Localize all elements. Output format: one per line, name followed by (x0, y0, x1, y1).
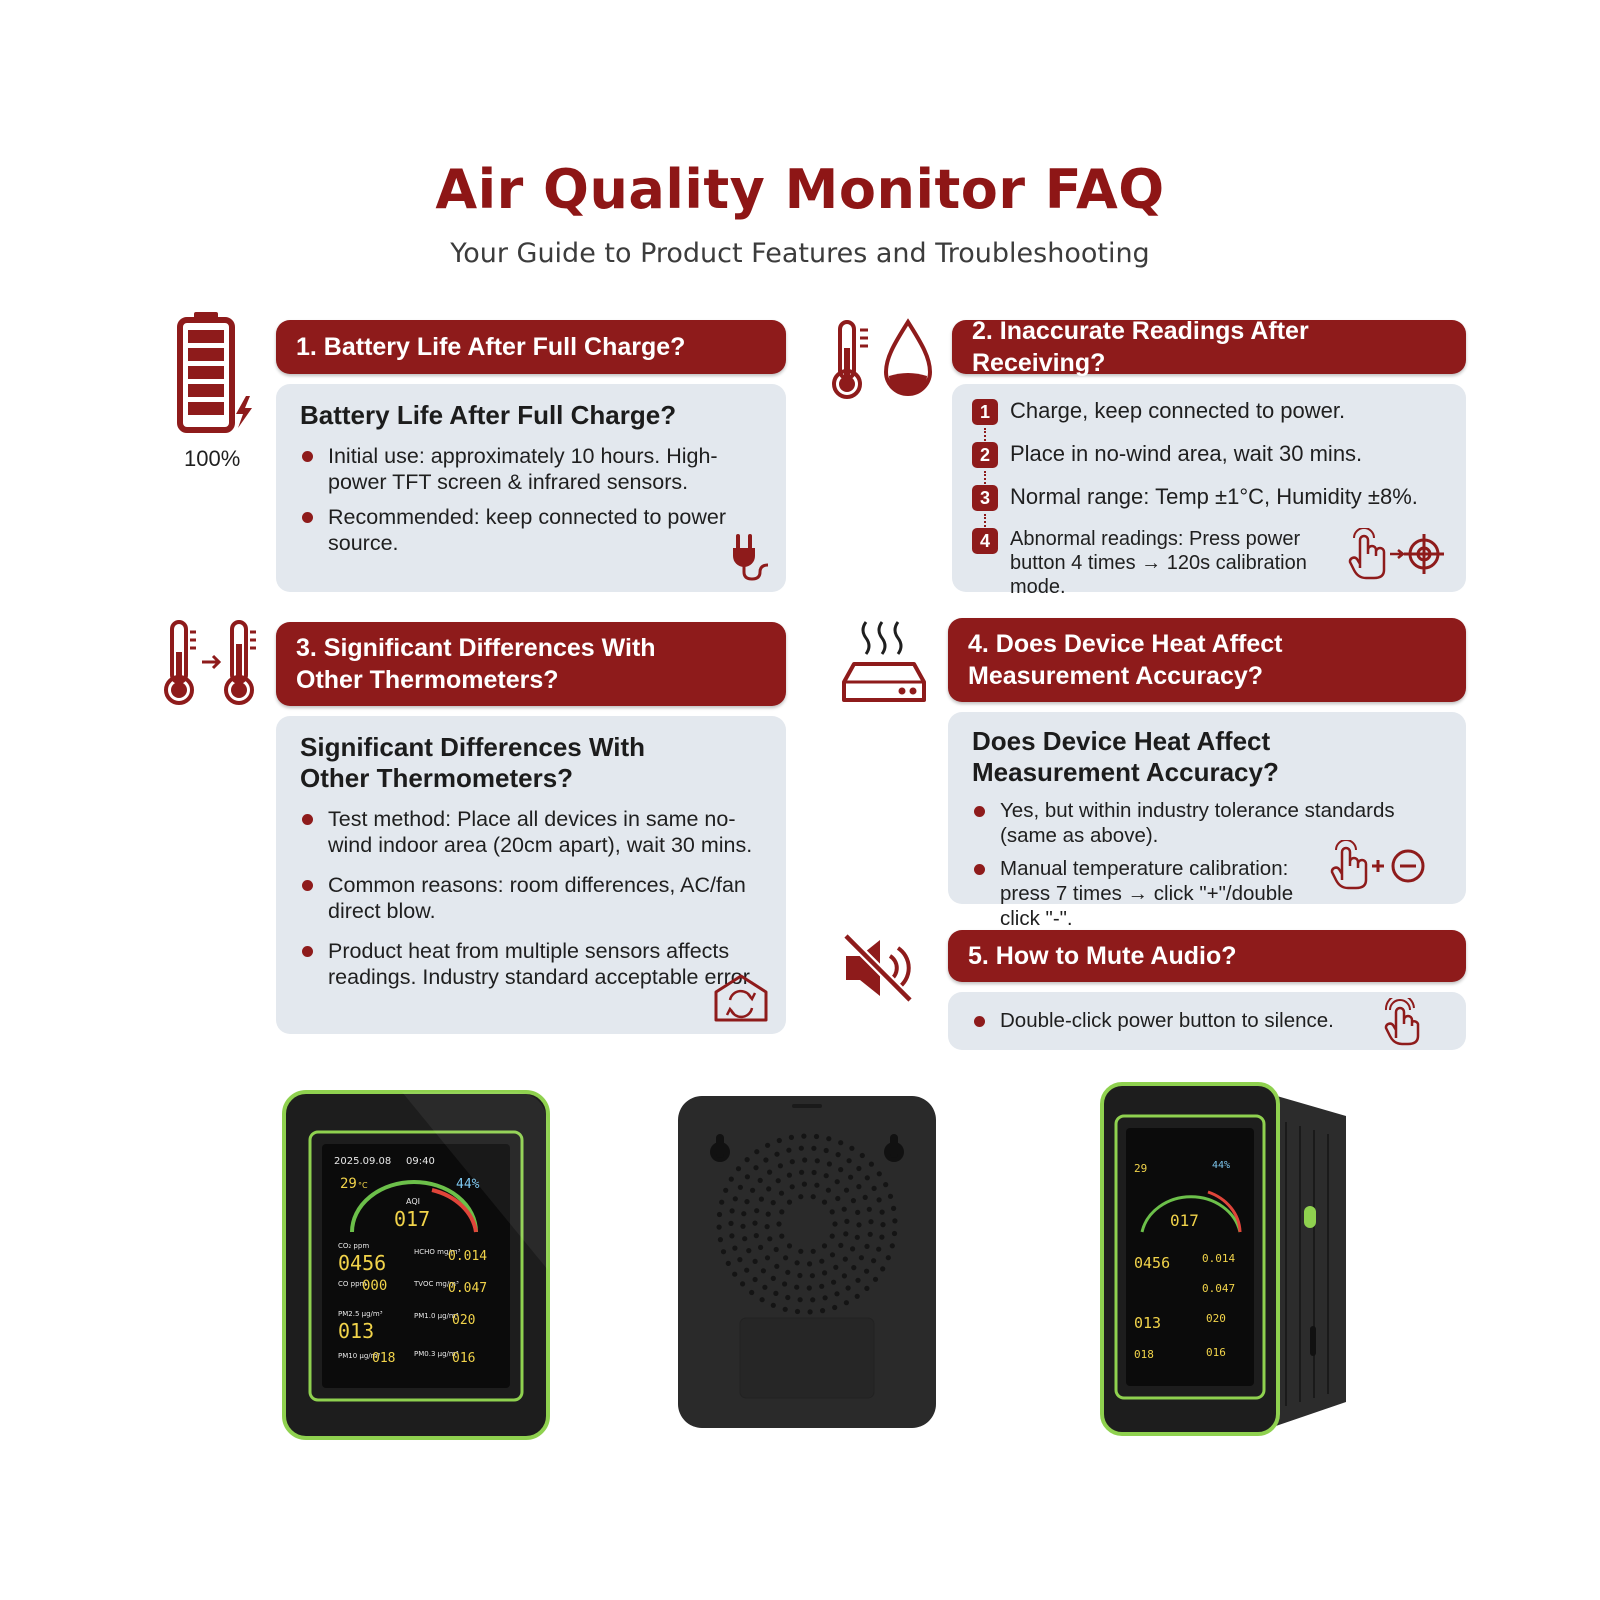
thermometer-compare-icon (164, 620, 256, 705)
faq-3-title: Significant Differences With Other Therm… (300, 732, 646, 793)
screen-pm100-label: PM10 μg/m³ (338, 1352, 380, 1360)
faq-3-header-text: 3. Significant Differences With Other Th… (296, 634, 656, 694)
angled-screen-pm10: 020 (1206, 1312, 1226, 1325)
faq-2-step: 2 Place in no-wind area, wait 30 mins. (972, 441, 1446, 487)
screen-pm10-label: PM1.0 μg/m³ (414, 1312, 459, 1320)
faq-1-title: Battery Life After Full Charge? (300, 400, 677, 430)
screen-aqi: 017 (394, 1207, 430, 1231)
faq-2-step: 1 Charge, keep connected to power. (972, 398, 1446, 444)
faq-1-header: 1. Battery Life After Full Charge? (276, 320, 786, 374)
press-to-calibrate-icon (1348, 528, 1444, 580)
battery-icon (177, 312, 252, 433)
faq-5-bullet: Double-click power button to silence. (972, 1008, 1442, 1034)
faq-3-header: 3. Significant Differences With Other Th… (276, 622, 786, 706)
screen-co2: 0456 (338, 1251, 386, 1275)
screen-pm10: 020 (452, 1313, 475, 1328)
step-text: Abnormal readings: Press power button 4 … (1010, 528, 1307, 598)
screen-tvoc: 0.047 (448, 1281, 487, 1296)
angled-screen-temp: 29 (1134, 1162, 1147, 1175)
angled-screen-pm25: 013 (1134, 1314, 1161, 1332)
step-number: 2 (972, 442, 998, 468)
faq-3-bullet: Test method: Place all devices in same n… (300, 806, 762, 858)
faq-4-title: Does Device Heat Affect Measurement Accu… (972, 726, 1279, 787)
faq-4-header: 4. Does Device Heat Affect Measurement A… (948, 618, 1466, 702)
step-number: 3 (972, 485, 998, 511)
angled-screen-co2: 0456 (1134, 1254, 1170, 1272)
faq-5-header-text: 5. How to Mute Audio? (968, 942, 1237, 970)
mute-speaker-icon (842, 932, 914, 1004)
usb-port (1310, 1326, 1316, 1356)
step-text: Charge, keep connected to power. (1010, 398, 1346, 423)
faq-1-bullet: Recommended: keep connected to power sou… (300, 504, 762, 556)
faq-5-header: 5. How to Mute Audio? (948, 930, 1466, 982)
battery-label: 100% (184, 446, 241, 471)
page-subtitle: Your Guide to Product Features and Troub… (450, 238, 1150, 269)
faq-4-bullet: Manual temperature calibration: press 7 … (972, 856, 1442, 931)
screen-temp-unit: °C (358, 1181, 368, 1190)
faq-3-bullet: Product heat from multiple sensors affec… (300, 938, 762, 990)
angled-screen-aqi: 017 (1170, 1211, 1199, 1230)
faq-2-step: 3 Normal range: Temp ±1°C, Humidity ±8%. (972, 484, 1446, 530)
angled-screen-humidity: 44% (1212, 1160, 1230, 1171)
step-number: 4 (972, 528, 998, 554)
screen-co-label: CO ppm (338, 1280, 367, 1288)
screen-pm25-label: PM2.5 μg/m³ (338, 1310, 383, 1318)
screen-pm03-label: PM0.3 μg/m³ (414, 1350, 459, 1358)
faq-5-card: Double-click power button to silence. (948, 992, 1466, 1050)
faq-1-card: Battery Life After Full Charge? Initial … (276, 384, 786, 592)
step-number: 1 (972, 399, 998, 425)
faq-1-bullet: Initial use: approximately 10 hours. Hig… (300, 443, 762, 495)
power-plug-icon (733, 534, 769, 581)
faq-2-step: 4 Abnormal readings: Press power button … (972, 527, 1446, 599)
step-text: Place in no-wind area, wait 30 mins. (1010, 441, 1363, 466)
thermometer-humidity-icon (832, 318, 933, 399)
device-front-image: 2025.09.08 09:40 29 °C 44% AQI 017 CO₂ p… (282, 1090, 550, 1440)
screen-humidity: 44% (456, 1177, 480, 1192)
angled-screen-hcho: 0.014 (1202, 1252, 1235, 1265)
faq-3-card: Significant Differences With Other Therm… (276, 716, 786, 1034)
faq-2-header: 2. Inaccurate Readings After Receiving? (952, 317, 1466, 377)
angled-screen-pm100: 018 (1134, 1348, 1154, 1361)
faq-2-card: 1 Charge, keep connected to power. 2 Pla… (952, 384, 1466, 598)
double-tap-icon (1384, 998, 1420, 1046)
faq-4-bullet: Yes, but within industry tolerance stand… (972, 798, 1442, 848)
step-text: Normal range: Temp ±1°C, Humidity ±8%. (1010, 484, 1418, 509)
screen-temp: 29 (340, 1176, 357, 1192)
faq-4-card: Does Device Heat Affect Measurement Accu… (948, 712, 1466, 930)
faq-3-bullet: Common reasons: room differences, AC/fan… (300, 872, 762, 924)
device-back-image (678, 1096, 936, 1428)
room-refresh-icon (714, 974, 768, 1022)
screen-time: 09:40 (406, 1156, 435, 1167)
screen-hcho: 0.014 (448, 1249, 487, 1264)
screen-aqi-label: AQI (406, 1197, 420, 1206)
power-button[interactable] (1304, 1206, 1316, 1228)
screen-pm25: 013 (338, 1319, 374, 1343)
heating-device-icon (842, 621, 926, 702)
screen-hcho-label: HCHO mg/m³ (414, 1248, 461, 1256)
angled-screen-pm03: 016 (1206, 1346, 1226, 1359)
screen-date: 2025.09.08 (334, 1156, 391, 1167)
page-title: Air Quality Monitor FAQ (435, 158, 1165, 221)
device-angled-image: 017 0456 0.014 0.047 013 020 018 016 29 … (1100, 1082, 1346, 1436)
faq-2-header-text: 2. Inaccurate Readings After Receiving? (972, 317, 1309, 377)
faq-4-header-text: 4. Does Device Heat Affect Measurement A… (968, 630, 1283, 690)
screen-pm100: 018 (372, 1351, 395, 1366)
screen-co: 000 (362, 1278, 387, 1294)
screen-co2-label: CO₂ ppm (338, 1242, 369, 1250)
speaker-grille (716, 1133, 898, 1315)
screen-pm03: 016 (452, 1351, 475, 1366)
press-plus-minus-icon (1330, 840, 1425, 890)
screen-tvoc-label: TVOC mg/m³ (413, 1280, 459, 1288)
faq-1-header-text: 1. Battery Life After Full Charge? (296, 333, 686, 361)
angled-screen-tvoc: 0.047 (1202, 1282, 1235, 1295)
